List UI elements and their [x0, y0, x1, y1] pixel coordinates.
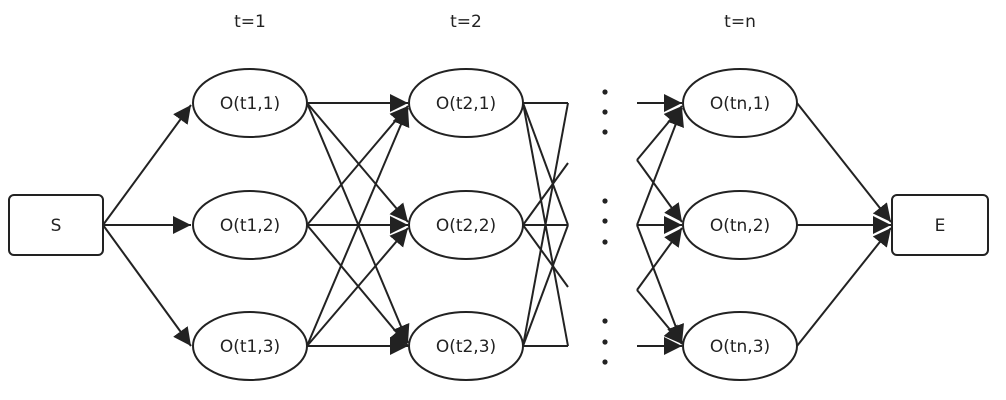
- edge-tn-1-e: [796, 102, 892, 223]
- edge-t1-2-t2-1: [306, 105, 409, 226]
- ellipsis-dot: [602, 339, 608, 345]
- edge-in-tn-2-c: [636, 227, 683, 291]
- edge-t1-3-t2-1: [306, 107, 410, 347]
- edge-in-tn-3-a: [636, 224, 684, 344]
- state-label-t1-3: O(t1,3): [220, 337, 280, 357]
- state-label-t2-2: O(t2,2): [436, 216, 496, 236]
- start-node-label: S: [51, 216, 62, 236]
- state-node-t1-3: [192, 311, 308, 381]
- edge-tn-3-e: [796, 227, 892, 347]
- state-label-t1-1: O(t1,1): [220, 94, 280, 114]
- edge-t1-1-t2-2: [306, 102, 409, 223]
- state-label-t2-3: O(t2,3): [436, 337, 496, 357]
- state-node-t1-1: [192, 68, 308, 138]
- edge-in-tn-2-a: [636, 159, 683, 223]
- edge-t1-3-t2-2: [306, 227, 409, 347]
- edge-in-tn-3-b: [636, 289, 683, 345]
- edge-t2-3-out-3: [522, 102, 569, 347]
- edge-in-tn-1-b: [636, 105, 683, 161]
- edge-t2-2-out-3: [522, 224, 569, 288]
- header-t2: t=2: [450, 12, 482, 32]
- ellipsis-dot: [602, 89, 608, 95]
- ellipsis-dot: [602, 239, 608, 245]
- ellipsis-dot: [602, 318, 608, 324]
- ellipsis-dot: [602, 218, 608, 224]
- state-label-tn-1: O(tn,1): [710, 94, 770, 114]
- ellipsis-dot: [602, 109, 608, 115]
- edge-in-tn-1-c: [636, 107, 684, 226]
- state-node-t1-2: [192, 190, 308, 260]
- state-node-t2-1: [408, 68, 524, 138]
- edges-group: [102, 94, 892, 355]
- state-label-t2-1: O(t2,1): [436, 94, 496, 114]
- edge-s-t1-1: [102, 104, 192, 226]
- ellipsis-dot: [602, 129, 608, 135]
- state-label-tn-3: O(tn,3): [710, 337, 770, 357]
- edge-t2-3-out-1: [522, 224, 569, 347]
- state-node-tn-2: [682, 190, 798, 260]
- ellipsis-dots: [602, 89, 608, 365]
- state-node-tn-3: [682, 311, 798, 381]
- state-label-tn-2: O(tn,2): [710, 216, 770, 236]
- header-tn: t=n: [724, 12, 756, 32]
- edge-t1-1-t2-3: [306, 102, 410, 344]
- header-t1: t=1: [234, 12, 266, 32]
- ellipsis-dot: [602, 198, 608, 204]
- edge-t2-2-out-1: [522, 162, 569, 226]
- edge-s-t1-3: [102, 224, 192, 347]
- state-node-t2-3: [408, 311, 524, 381]
- end-node: [891, 194, 989, 256]
- end-node-label: E: [935, 216, 946, 236]
- edge-t2-1-out-2: [522, 102, 569, 226]
- state-node-t2-2: [408, 190, 524, 260]
- state-label-t1-2: O(t1,2): [220, 216, 280, 236]
- start-node: [8, 194, 104, 256]
- ellipsis-dot: [602, 359, 608, 365]
- state-node-tn-1: [682, 68, 798, 138]
